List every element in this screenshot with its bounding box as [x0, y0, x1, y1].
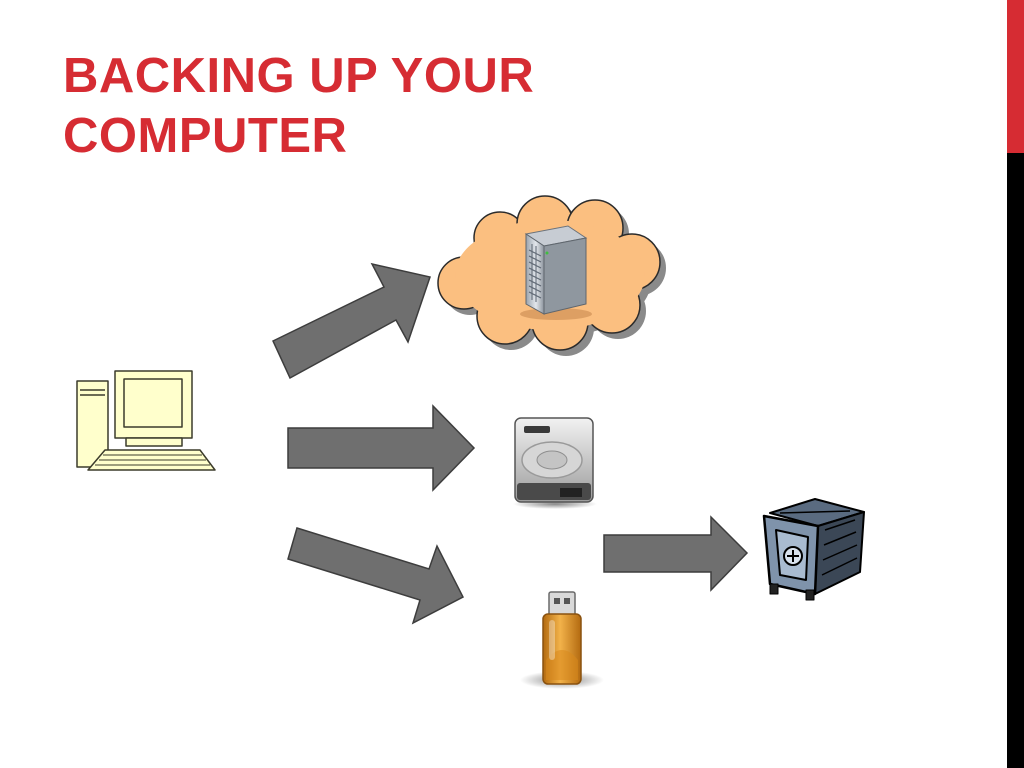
slide-title-line-2: COMPUTER [63, 109, 348, 163]
accent-bar [1007, 0, 1024, 153]
arrow-to-usb [287, 527, 465, 625]
arrow-to-disk [287, 404, 476, 492]
backup-diagram [76, 195, 865, 689]
usb-flash-drive-icon [520, 591, 604, 689]
cloud-server-icon [437, 195, 666, 356]
arrow-to-cloud [272, 262, 431, 380]
arrow-icon [603, 515, 749, 592]
server-icon [520, 225, 592, 320]
arrow-icon [272, 262, 431, 380]
side-bar [1007, 153, 1024, 768]
desktop-computer-icon [76, 370, 216, 471]
arrow-icon [287, 527, 465, 625]
slide-title-line-1: BACKING UP YOUR [63, 49, 535, 103]
arrow-icon [287, 404, 476, 492]
external-hard-drive-icon [513, 417, 597, 509]
arrow-to-safe [603, 515, 749, 592]
slide-title: BACKING UP YOUR COMPUTER [63, 46, 763, 166]
safe-vault-icon [762, 498, 865, 601]
